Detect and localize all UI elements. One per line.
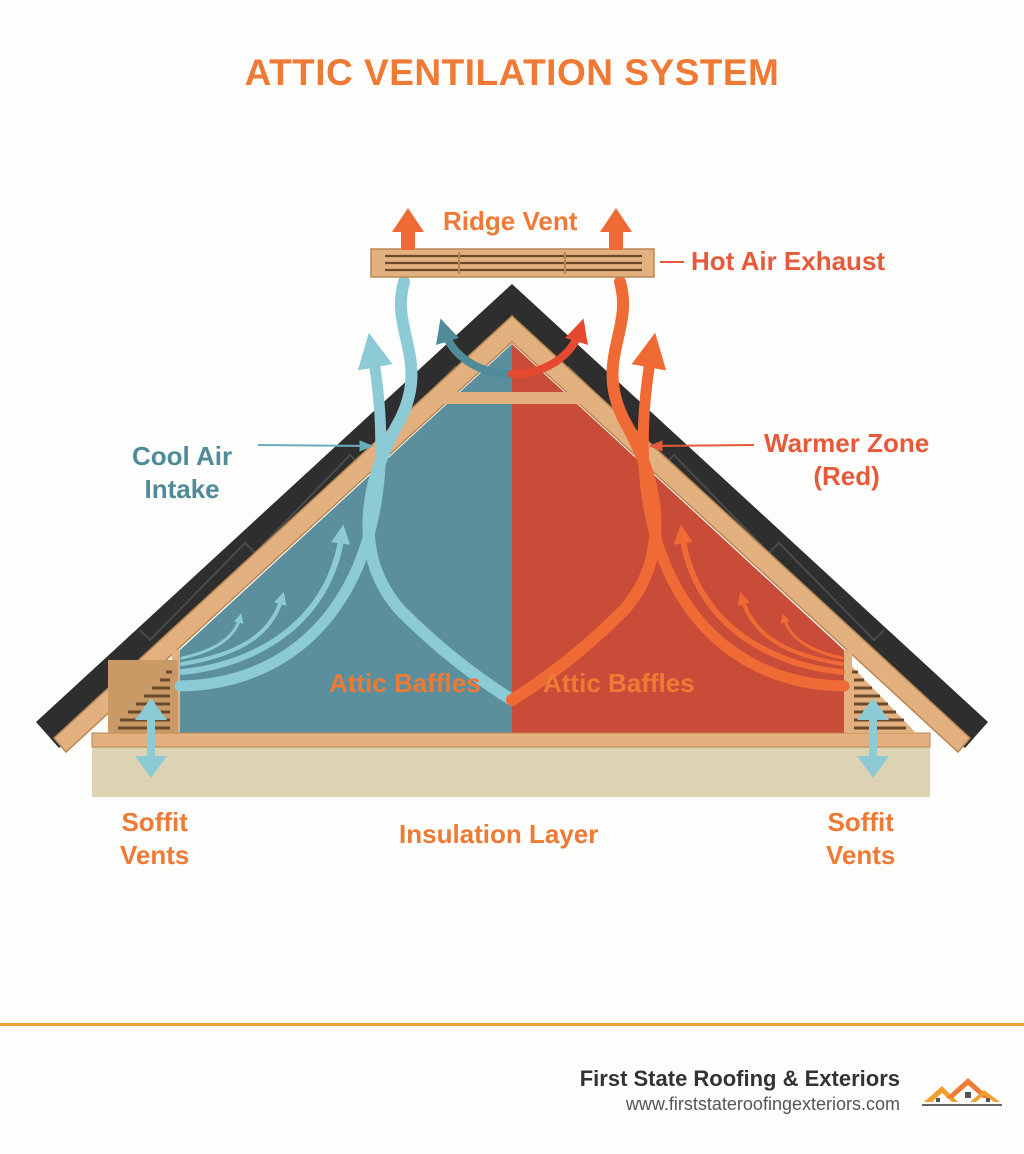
soffit-airflow-arrow-left [135, 698, 167, 778]
ridge-exhaust-arrow-left [392, 208, 424, 250]
company-name: First State Roofing & Exteriors [579, 1066, 900, 1091]
attic-diagram [36, 208, 988, 797]
company-logo-icon [922, 1078, 1002, 1106]
diagram-title: ATTIC VENTILATION SYSTEM [244, 52, 780, 93]
roof-rafters [52, 314, 972, 754]
ridge-exhaust-arrow-right [600, 208, 632, 250]
warmer-zone-line1: Warmer Zone [764, 428, 930, 458]
cool-air-intake-label: Cool Air Intake [132, 440, 232, 506]
soffit-vents-left-label: Soffit Vents [120, 806, 189, 872]
insulation-layer-label: Insulation Layer [399, 819, 599, 849]
soffit-vents-right-label: Soffit Vents [826, 806, 895, 872]
soffit-vent-left [108, 660, 178, 733]
attic-baffles-right-label: Attic Baffles [543, 668, 695, 698]
hot-air-exhaust-label: Hot Air Exhaust [691, 246, 886, 276]
cool-air-intake-line1: Cool Air [132, 441, 233, 471]
warmer-zone-pointer [648, 440, 755, 452]
warmer-zone-line2: (Red) [813, 461, 880, 491]
warmer-zone-label: Warmer Zone (Red) [764, 427, 929, 493]
ridge-vent [370, 248, 655, 278]
cool-air-intake-line2: Intake [144, 474, 220, 504]
hot-air-flow [506, 276, 850, 706]
cool-air-flow [174, 276, 518, 706]
company-url[interactable]: www.firststateroofingexteriors.com [625, 1094, 900, 1114]
company-info: First State Roofing & Exteriors www.firs… [580, 1065, 900, 1116]
soffit-right-line2: Vents [826, 840, 896, 870]
soffit-right-line1: Soffit [827, 807, 894, 837]
ceiling-joist [91, 732, 931, 748]
cool-air-intake-pointer [257, 440, 374, 452]
insulation-layer [92, 740, 930, 797]
footer-divider [0, 1023, 1024, 1026]
soffit-left-line1: Soffit [121, 807, 188, 837]
soffit-left-line2: Vents [120, 840, 190, 870]
attic-baffles-left-label: Attic Baffles [329, 668, 481, 698]
soffit-airflow-arrow-right [857, 698, 889, 778]
ridge-vent-label: Ridge Vent [443, 206, 578, 236]
apex-circulation-arrows [436, 318, 588, 378]
